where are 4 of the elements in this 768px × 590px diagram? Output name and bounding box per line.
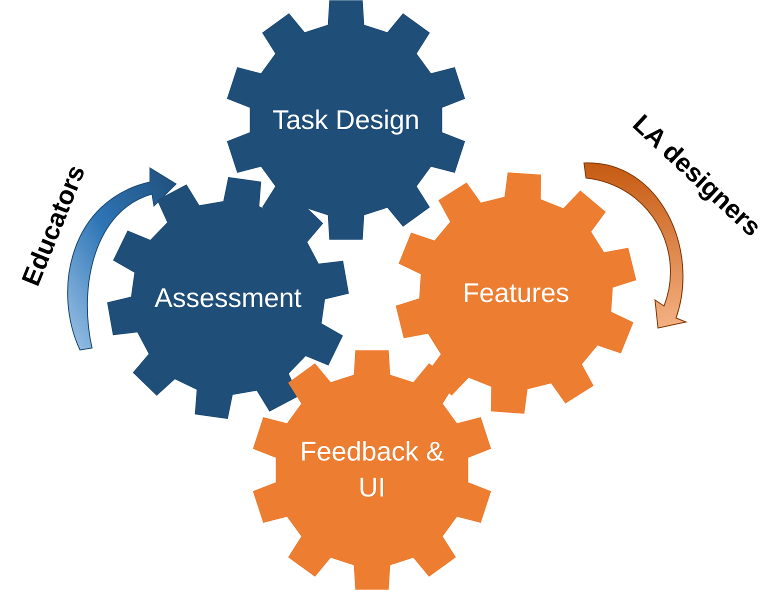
gear-label: Task Design [271,104,421,137]
gear-label: Features [462,276,570,310]
gear-label: Feedback & UI [298,436,446,505]
gear-label: Assessment [153,282,303,315]
